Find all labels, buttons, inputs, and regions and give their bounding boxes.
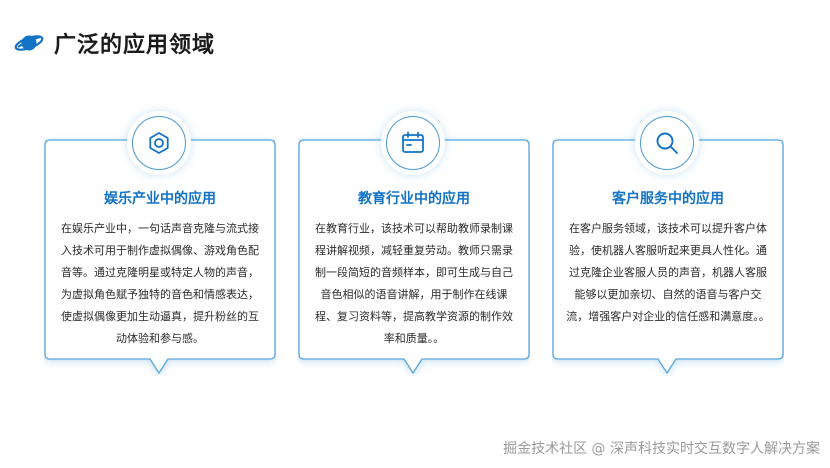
card-frame: [552, 139, 784, 375]
header: 广泛的应用领域: [14, 26, 215, 60]
card-entertainment: 娱乐产业中的应用 在娱乐产业中，一句话声音克隆与流式接入技术可用于制作虚拟偶像、…: [44, 116, 276, 376]
card-title: 教育行业中的应用: [358, 191, 470, 207]
card-icon-circle: [640, 116, 694, 170]
card-icon-circle: [386, 116, 440, 170]
card-customer-service: 客户服务中的应用 在客户服务领域，该技术可以提升客户体验，使机器人客服听起来更具…: [552, 116, 784, 376]
hexagon-nut-icon: [149, 132, 169, 154]
card-title: 娱乐产业中的应用: [104, 191, 216, 207]
card-icon-circle: [132, 116, 186, 170]
card-body: 在客户服务领域，该技术可以提升客户体验，使机器人客服听起来更具人性化。通过克隆企…: [566, 222, 770, 323]
card-frame: [44, 139, 276, 375]
search-icon: [656, 132, 678, 154]
calendar-icon: [402, 131, 424, 153]
card-education: 教育行业中的应用 在教育行业，该技术可以帮助教师录制课程讲解视频，减轻重复劳动。…: [298, 116, 530, 376]
footer-watermark: 掘金技术社区 @ 深声科技实时交互数字人解决方案: [503, 441, 820, 457]
page-title: 广泛的应用领域: [54, 33, 216, 58]
card-frame: [298, 139, 530, 375]
card-title: 客户服务中的应用: [612, 191, 724, 207]
planet-icon: [14, 31, 46, 55]
card-body: 在娱乐产业中，一句话声音克隆与流式接入技术可用于制作虚拟偶像、游戏角色配音等。通…: [61, 222, 259, 345]
card-body: 在教育行业，该技术可以帮助教师录制课程讲解视频，减轻重复劳动。教师只需录制一段简…: [315, 222, 513, 345]
